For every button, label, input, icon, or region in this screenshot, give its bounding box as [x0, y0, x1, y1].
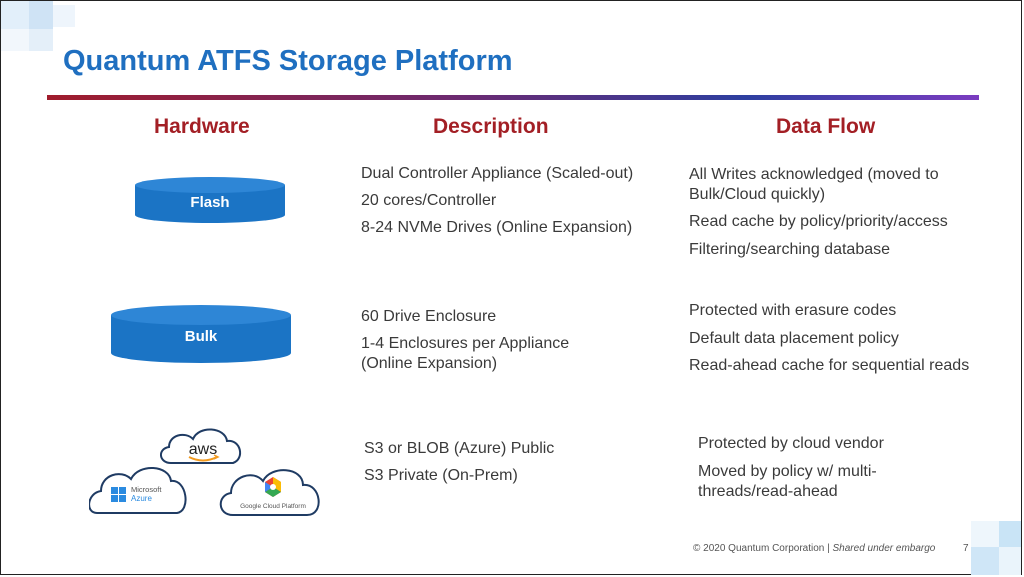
- decor-square-br-3: [971, 547, 999, 575]
- cloud-flow-2: Moved by policy w/ multi-: [698, 463, 877, 480]
- cloud-flow-1: Protected by cloud vendor: [698, 435, 884, 452]
- azure-cloud: Microsoft Azure: [88, 466, 187, 514]
- decor-square-tl-1: [1, 1, 29, 29]
- bulk-flow-2: Default data placement policy: [689, 330, 899, 347]
- svg-text:Microsoft: Microsoft: [131, 485, 162, 494]
- column-header-data-flow: Data Flow: [776, 115, 876, 138]
- footer-embargo: Shared under embargo: [832, 543, 936, 554]
- flash-flow-4: Filtering/searching database: [689, 241, 891, 258]
- cloud-desc-1: S3 or BLOB (Azure) Public: [364, 440, 555, 457]
- page-title: Quantum ATFS Storage Platform: [63, 45, 513, 77]
- column-header-hardware: Hardware: [154, 115, 250, 138]
- decor-square-tl-3: [53, 5, 75, 27]
- flash-flow-2: Bulk/Cloud quickly): [689, 186, 826, 203]
- bulk-flow-1: Protected with erasure codes: [689, 302, 897, 319]
- flash-flow-3: Read cache by policy/priority/access: [689, 213, 948, 230]
- decor-square-tl-4: [1, 29, 29, 51]
- google-cloud-icon: [265, 477, 281, 497]
- decor-square-br-4: [999, 547, 1021, 575]
- flash-desc-1: Dual Controller Appliance (Scaled-out): [361, 165, 634, 182]
- bulk-cylinder: Bulk: [111, 305, 291, 363]
- decor-square-tl-2: [29, 1, 53, 29]
- cloud-desc-2: S3 Private (On-Prem): [364, 467, 518, 484]
- footer: © 2020 Quantum Corporation | Shared unde…: [693, 543, 935, 554]
- bulk-flow-3: Read-ahead cache for sequential reads: [689, 357, 970, 374]
- footer-copyright: © 2020 Quantum Corporation: [693, 543, 825, 554]
- flash-desc-3: 8-24 NVMe Drives (Online Expansion): [361, 219, 633, 236]
- decor-square-br-2: [999, 521, 1021, 547]
- aws-icon: aws: [160, 428, 242, 464]
- cloud-flow-3: threads/read-ahead: [698, 483, 838, 500]
- flash-cylinder: Flash: [135, 177, 285, 223]
- flash-flow-1: All Writes acknowledged (moved to: [689, 166, 939, 183]
- bulk-desc-2: 1-4 Enclosures per Appliance: [361, 335, 570, 352]
- title-underline: [47, 95, 979, 100]
- bulk-desc-3: (Online Expansion): [361, 355, 498, 372]
- windows-icon: [111, 487, 126, 502]
- page-number: 7: [963, 543, 969, 554]
- decor-square-br-1: [971, 521, 999, 547]
- bulk-desc-1: 60 Drive Enclosure: [361, 308, 497, 325]
- flash-desc-2: 20 cores/Controller: [361, 192, 497, 209]
- svg-text:aws: aws: [189, 441, 217, 458]
- column-header-description: Description: [433, 115, 549, 138]
- google-cloud: Google Cloud Platform: [219, 469, 320, 516]
- cloud-providers: aws Microsoft Azure: [88, 419, 321, 521]
- footer-separator: |: [827, 543, 830, 554]
- flash-label: Flash: [190, 194, 229, 211]
- decor-square-tl-5: [29, 29, 53, 51]
- svg-text:Azure: Azure: [131, 494, 152, 503]
- bulk-label: Bulk: [185, 328, 218, 345]
- svg-text:Google Cloud Platform: Google Cloud Platform: [240, 503, 306, 510]
